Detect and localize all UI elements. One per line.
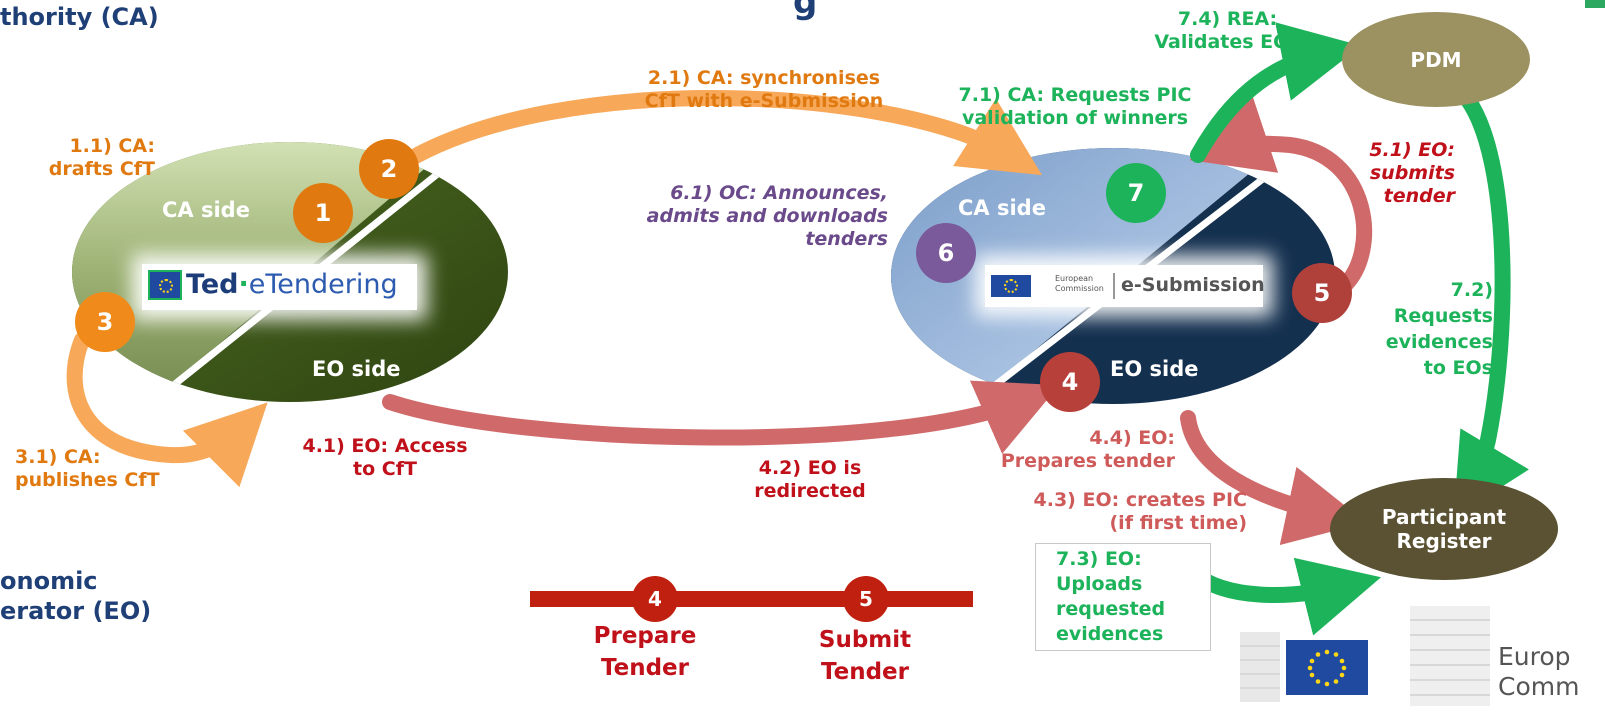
arrow-5-1 [1189,96,1373,293]
e-submission-logo: European Commission e-Submission [985,265,1265,307]
legend-submit-line2: Tender [820,659,909,685]
arrow-4-2 [382,380,1060,454]
step-7-4-line1: 7.4) REA: [1177,8,1278,30]
step-7-3-line3: requested [1056,598,1166,620]
legend-prepare-line1: Prepare [593,623,697,649]
step-2-1-line1: 2.1) CA: synchronises [647,67,881,89]
ec-footer-text: Europ Comm [1498,642,1579,702]
step-2-1-line2: CfT with e-Submission [644,90,884,112]
arrow-7-2 [1453,92,1529,518]
step-4-2-line1: 4.2) EO is [758,457,862,479]
step-6-1-line1: 6.1) OC: Announces, [670,182,888,204]
title-fragment: g [793,0,818,22]
step-6-1-line3: tenders [805,228,888,250]
participant-register-node: Participant Register [1330,478,1558,580]
step-2-1-label: 2.1) CA: synchronises CfT with e-Submiss… [608,67,920,113]
ec-logo-line1: European [1055,274,1094,283]
ca-header: thority (CA) [0,3,159,31]
step-1-1-line2: drafts CfT [48,158,155,180]
ec-logo [1240,606,1490,706]
left-eo-side-label: EO side [312,357,401,381]
step-7-2-line4: to EOs [1423,357,1493,379]
arrow-3-1 [66,332,268,488]
step-7-3-line4: evidences [1056,623,1164,645]
legend-step-5-marker: 5 [843,576,889,622]
step-4-3-line1: 4.3) EO: creates PIC [1033,489,1247,511]
step-7-3-label: 7.3) EO: Uploads requested evidences [1056,547,1165,647]
eo-header: onomic erator (EO) [0,566,151,626]
ted-etendering-logo: Ted·eTendering [142,264,417,310]
step-7-4-line2: Validates EOs [1154,31,1301,53]
step-4-3-label: 4.3) EO: creates PIC (if first time) [985,489,1247,535]
step-5-1-line2: submits [1369,162,1455,184]
step-5-1-label: 5.1) EO: submits tender [1330,139,1455,208]
step-1-1-label: 1.1) CA: drafts CfT [20,135,155,181]
arrow-7-4 [1190,22,1362,163]
step-5-marker: 5 [1292,263,1352,323]
step-7-2-label: 7.2) Requests evidences to EOs [1360,277,1493,381]
step-7-marker: 7 [1106,163,1166,223]
ted-product: eTendering [248,269,398,300]
participant-register-line2: Register [1396,529,1492,553]
legend-step-4-marker: 4 [632,576,678,622]
arrow-4-3 [1180,410,1367,546]
ted-flag-icon [148,270,182,300]
ted-dot: · [238,269,249,300]
pdm-node: PDM [1342,12,1530,107]
right-ca-side-label: CA side [958,196,1046,220]
ec-footer-line1: Europ [1498,642,1571,671]
step-1-1-line1: 1.1) CA: [69,135,155,157]
eo-header-line1: onomic [0,567,98,595]
step-4-1-line1: 4.1) EO: Access [302,435,468,457]
step-7-3-line2: Uploads [1056,573,1143,595]
eo-header-line2: erator (EO) [0,597,152,625]
legend-submit-line1: Submit [818,627,912,653]
participant-register-line1: Participant [1381,505,1507,529]
ec-flag-icon [991,275,1031,297]
legend-prepare-line2: Tender [600,655,689,681]
step-4-2-label: 4.2) EO is redirected [735,457,885,503]
ec-logo-line2: Commission [1055,284,1104,293]
ted-brand: Ted [186,269,239,300]
step-4-2-line2: redirected [754,480,866,502]
step-4-1-line2: to CfT [353,458,417,480]
legend-prepare-tender: Prepare Tender [575,620,715,684]
step-3-1-line1: 3.1) CA: [15,446,101,468]
e-submission-product: e-Submission [1121,274,1265,296]
step-3-1-line2: publishes CfT [15,469,160,491]
legend-bar [530,591,973,607]
step-2-marker: 2 [359,139,419,199]
arrow-2-1 [397,90,1043,176]
right-eo-side-label: EO side [1110,357,1199,381]
step-7-4-label: 7.4) REA: Validates EOs [1140,8,1315,54]
step-7-1-line1: 7.1) CA: Requests PIC [958,84,1192,106]
arrow-7-3 [1184,557,1382,636]
step-7-2-line3: evidences [1385,331,1493,353]
step-4-marker: 4 [1040,352,1100,412]
step-5-1-line3: tender [1383,185,1455,207]
step-5-1-line1: 5.1) EO: [1369,139,1455,161]
ec-footer-line2: Comm [1498,672,1580,701]
step-4-4-line1: 4.4) EO: [1089,427,1175,449]
step-7-3-box [1035,543,1211,651]
left-ca-side-label: CA side [162,198,250,222]
step-1-marker: 1 [293,183,353,243]
step-4-4-label: 4.4) EO: Prepares tender [970,427,1175,473]
step-4-4-line2: Prepares tender [1000,450,1175,472]
legend-submit-tender: Submit Tender [795,624,935,688]
step-7-1-line2: validation of winners [961,107,1189,129]
step-6-marker: 6 [916,223,976,283]
step-3-1-label: 3.1) CA: publishes CfT [15,446,160,492]
step-6-1-line2: admits and downloads [646,205,888,227]
step-7-2-line2: Requests [1393,305,1493,327]
step-4-1-label: 4.1) EO: Access to CfT [280,435,490,481]
step-3-marker: 3 [75,292,135,352]
step-6-1-label: 6.1) OC: Announces, admits and downloads… [598,182,888,251]
step-4-3-line2: (if first time) [1109,512,1248,534]
pdm-label: PDM [1410,47,1462,72]
step-7-2-line1: 7.2) [1450,279,1493,301]
step-7-1-label: 7.1) CA: Requests PIC validation of winn… [930,84,1220,130]
step-7-3-line1: 7.3) EO: [1056,548,1142,570]
